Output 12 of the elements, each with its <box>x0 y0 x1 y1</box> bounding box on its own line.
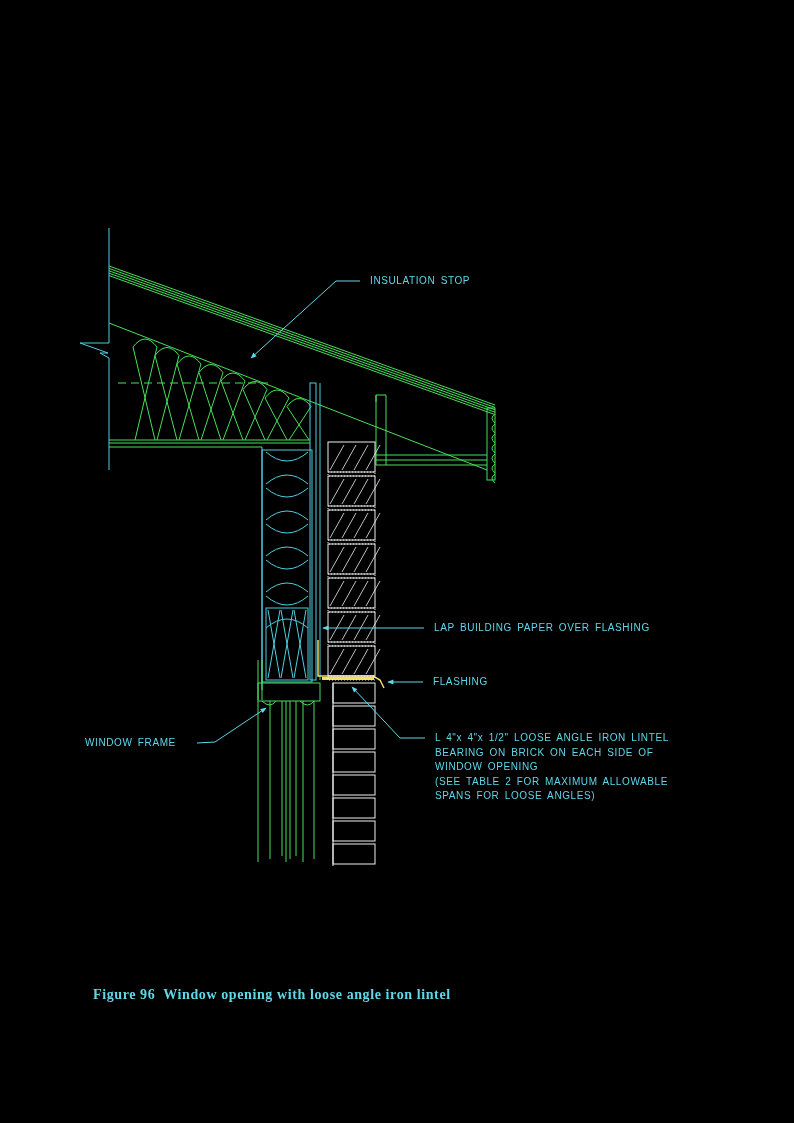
note-text: (SEE TABLE 2 FOR MAXIMUM ALLOWABLE SPANS FOR LOOSE ANGLES) <box>435 774 670 803</box>
label-text: INSULATION STOP <box>370 274 472 288</box>
leader-line <box>196 707 267 744</box>
leader-line <box>322 625 425 631</box>
label-text: FLASHING <box>433 675 489 689</box>
label-text: WINDOW FRAME <box>85 736 177 750</box>
leader-line <box>250 280 361 359</box>
label-text: LAP BUILDING PAPER OVER FLASHING <box>434 621 651 635</box>
label-text: L 4"x 4"x 1/2" LOOSE ANGLE IRON LINTEL BEARING ON BRICK ON EACH SIDE OF WINDOW OPENING <box>435 731 670 774</box>
leader-line <box>351 686 426 739</box>
figure-caption: Figure 96 Window opening with loose angle iron lintel <box>93 987 451 1003</box>
leader-line <box>387 679 424 685</box>
